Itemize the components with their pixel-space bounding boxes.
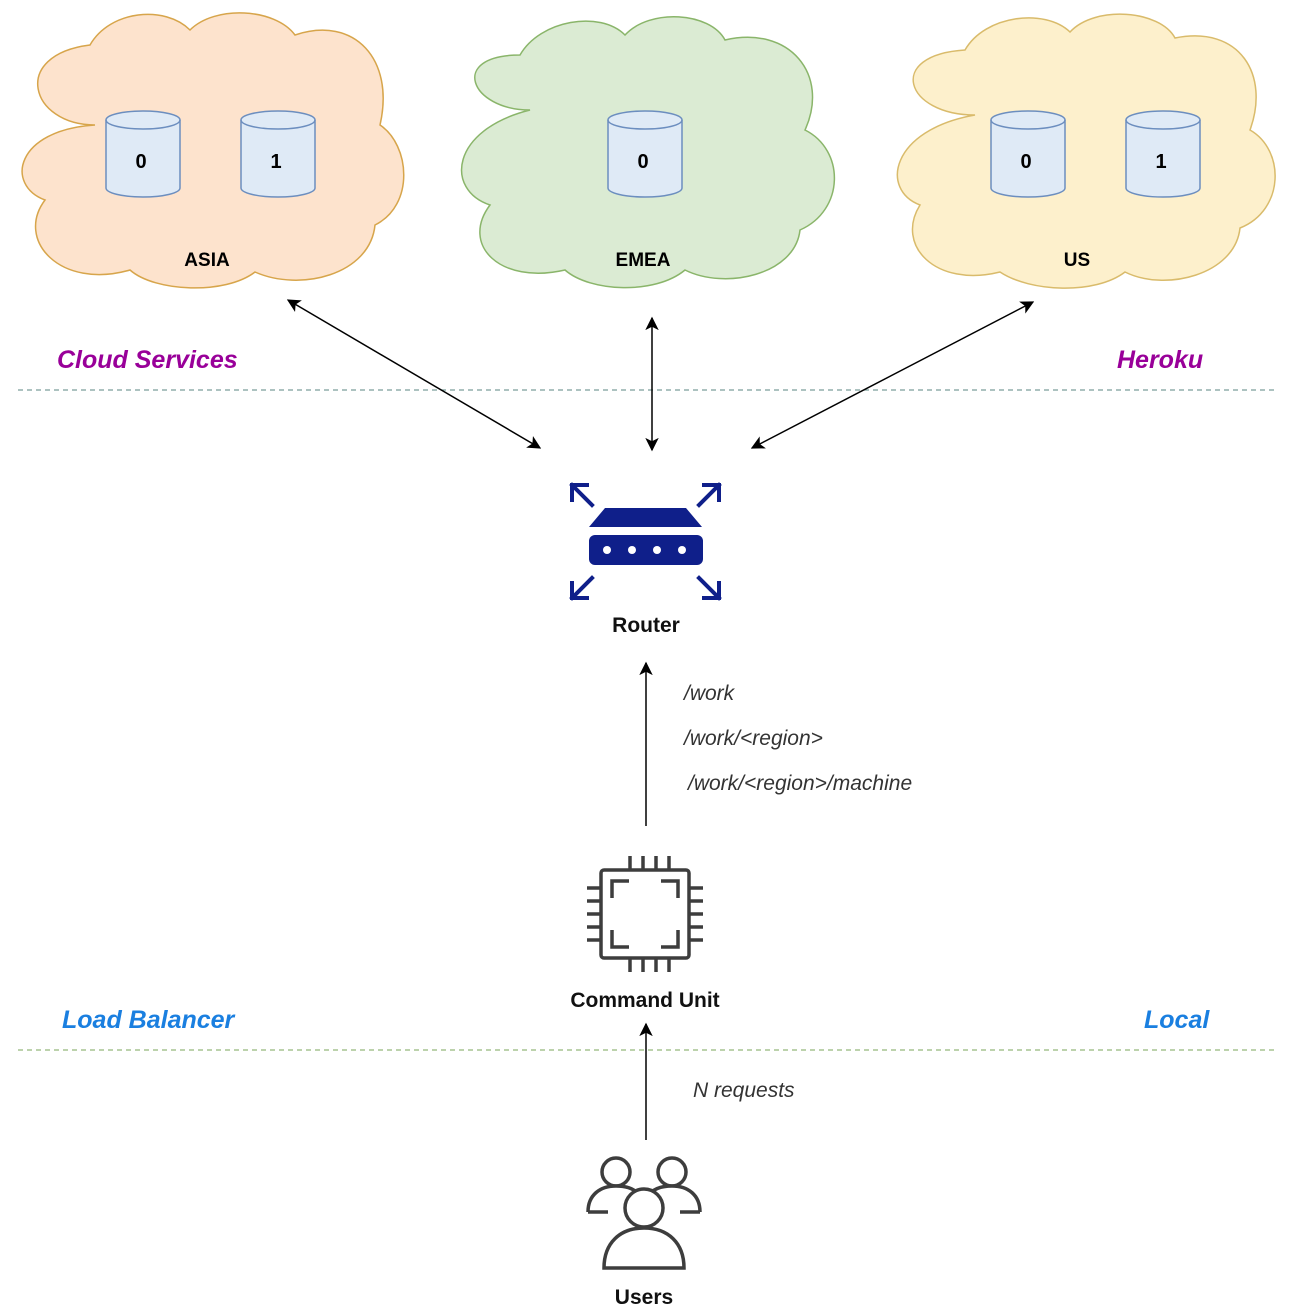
- db-label: 0: [1020, 151, 1031, 173]
- chip-icon: [587, 856, 703, 972]
- cloud-us-shape: [896, 13, 1276, 289]
- zone-label-heroku: Heroku: [1117, 346, 1203, 374]
- db-cylinder: 1: [240, 110, 316, 198]
- edge-us-router: [750, 301, 1035, 449]
- db-label: 0: [135, 151, 146, 173]
- cloud-asia-shape: [21, 12, 405, 289]
- route-label: /work/<region>: [682, 727, 823, 750]
- cloud-emea: 0 EMEA: [460, 16, 836, 289]
- route-label: /work: [682, 682, 736, 705]
- db-label: 1: [270, 151, 281, 173]
- edge-asia-router: [286, 299, 542, 449]
- users-icon: [586, 1156, 702, 1270]
- router-label: Router: [612, 614, 680, 637]
- route-label: /work/<region>/machine: [686, 772, 912, 795]
- db-cylinder: 0: [990, 110, 1066, 198]
- cloud-label: ASIA: [184, 250, 230, 271]
- cloud-label: EMEA: [616, 250, 671, 271]
- command-unit-label: Command Unit: [570, 989, 719, 1012]
- db-label: 1: [1155, 151, 1166, 173]
- users-label: Users: [615, 1286, 673, 1309]
- zone-label-local: Local: [1144, 1006, 1210, 1034]
- cloud-asia: 0 1 ASIA: [21, 12, 405, 289]
- cloud-label: US: [1064, 250, 1090, 271]
- cloud-us: 0 1 US: [896, 13, 1276, 289]
- zone-label-cloud-services: Cloud Services: [57, 346, 238, 374]
- router-icon: [569, 482, 722, 601]
- zone-label-load-balancer: Load Balancer: [62, 1006, 236, 1034]
- db-cylinder: 0: [105, 110, 181, 198]
- requests-label: N requests: [693, 1079, 795, 1102]
- db-label: 0: [637, 151, 648, 173]
- db-cylinder: 1: [1125, 110, 1201, 198]
- db-cylinder: 0: [607, 110, 683, 198]
